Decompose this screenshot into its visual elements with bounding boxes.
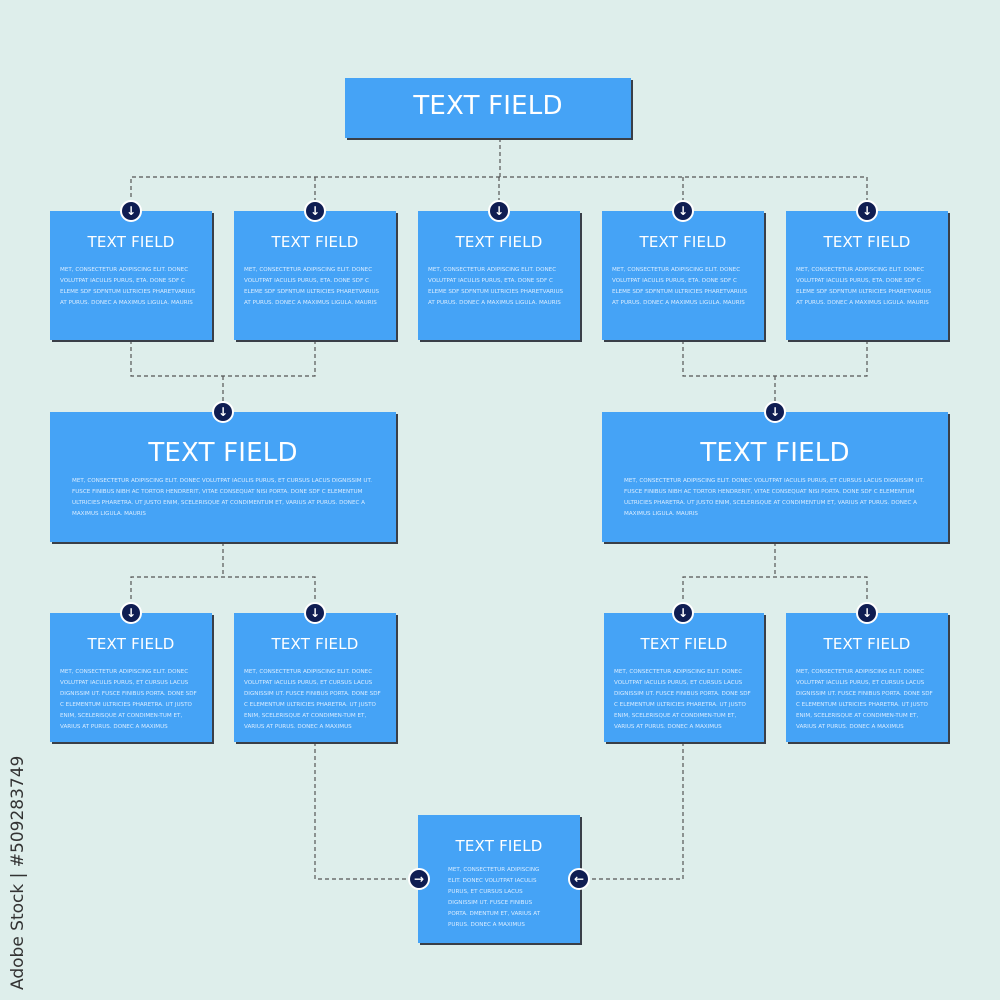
node-title: TEXT FIELD <box>455 233 543 251</box>
watermark: Adobe Stock | #509283749 <box>8 755 28 990</box>
node-body: MET, CONSECTETUR ADIPISCING ELIT. DONEC … <box>796 669 933 730</box>
row3-node-2: TEXT FIELD MET, CONSECTETUR ADIPISCING EL… <box>234 613 396 742</box>
node-title: TEXT FIELD <box>823 233 911 251</box>
connector-row3-to-final <box>314 742 684 880</box>
node-body: MET, CONSECTETUR ADIPISCING ELIT. DONEC … <box>60 669 197 730</box>
node-title: TEXT FIELD <box>639 233 727 251</box>
node-title: TEXT FIELD <box>271 635 359 653</box>
row1-node-4: TEXT FIELD MET, CONSECTETUR ADIPISCING EL… <box>602 211 764 340</box>
node-title: TEXT FIELD <box>271 233 359 251</box>
arrow-right-icon: → <box>408 868 430 890</box>
arrow-down-icon: ↓ <box>856 200 878 222</box>
node-title: TEXT FIELD <box>823 635 911 653</box>
node-title: TEXT FIELD <box>640 635 728 653</box>
row3-node-1: TEXT FIELD MET, CONSECTETUR ADIPISCING EL… <box>50 613 212 742</box>
node-body: MET, CONSECTETUR ADIPISCING ELIT. DONEC … <box>448 867 541 928</box>
node-title: TEXT FIELD <box>455 837 543 855</box>
node-body: MET, CONSECTETUR ADIPISCING ELIT. DONEC … <box>614 669 751 730</box>
arrow-down-icon: ↓ <box>120 200 142 222</box>
node-body: MET, CONSECTETUR ADIPISCING ELIT. DONEC … <box>60 267 196 306</box>
node-body: MET, CONSECTETUR ADIPISCING ELIT. DONEC … <box>796 267 932 306</box>
connector-row2-left-to-row3 <box>130 542 316 613</box>
node-title: TEXT FIELD <box>413 91 563 121</box>
root-node: TEXT FIELD <box>345 78 631 138</box>
node-body: MET, CONSECTETUR ADIPISCING ELIT. DONEC … <box>244 669 381 730</box>
arrow-down-icon: ↓ <box>212 401 234 423</box>
arrow-down-icon: ↓ <box>304 602 326 624</box>
row2-node-left: TEXT FIELD MET, CONSECTETUR ADIPISCING EL… <box>50 412 396 542</box>
node-body: MET, CONSECTETUR ADIPISCING ELIT. DONEC … <box>428 267 564 306</box>
node-title: TEXT FIELD <box>700 438 850 468</box>
connector-row2-right-to-row3 <box>682 542 868 613</box>
arrow-down-icon: ↓ <box>488 200 510 222</box>
node-title: TEXT FIELD <box>87 233 175 251</box>
node-title: TEXT FIELD <box>87 635 175 653</box>
row1-node-1: TEXT FIELD MET, CONSECTETUR ADIPISCING EL… <box>50 211 212 340</box>
arrow-down-icon: ↓ <box>856 602 878 624</box>
arrow-left-icon: ← <box>568 868 590 890</box>
row3-node-4: TEXT FIELD MET, CONSECTETUR ADIPISCING EL… <box>786 613 948 742</box>
arrow-down-icon: ↓ <box>672 200 694 222</box>
node-body: MET, CONSECTETUR ADIPISCING ELIT. DONEC … <box>612 267 748 306</box>
arrow-down-icon: ↓ <box>304 200 326 222</box>
node-body: MET, CONSECTETUR ADIPISCING ELIT. DONEC … <box>244 267 380 306</box>
arrow-down-icon: ↓ <box>764 401 786 423</box>
arrow-down-icon: ↓ <box>120 602 142 624</box>
arrow-down-icon: ↓ <box>672 602 694 624</box>
row3-node-3: TEXT FIELD MET, CONSECTETUR ADIPISCING EL… <box>604 613 764 742</box>
row1-node-5: TEXT FIELD MET, CONSECTETUR ADIPISCING EL… <box>786 211 948 340</box>
node-body: MET, CONSECTETUR ADIPISCING ELIT. DONEC … <box>72 478 372 517</box>
node-body: MET, CONSECTETUR ADIPISCING ELIT. DONEC … <box>624 478 924 517</box>
connector-root-to-row1 <box>130 138 868 211</box>
final-node: TEXT FIELD MET, CONSECTETUR ADIPISCING EL… <box>418 815 580 943</box>
node-title: TEXT FIELD <box>148 438 298 468</box>
row1-node-3: TEXT FIELD MET, CONSECTETUR ADIPISCING EL… <box>418 211 580 340</box>
row2-node-right: TEXT FIELD MET, CONSECTETUR ADIPISCING EL… <box>602 412 948 542</box>
row1-node-2: TEXT FIELD MET, CONSECTETUR ADIPISCING EL… <box>234 211 396 340</box>
